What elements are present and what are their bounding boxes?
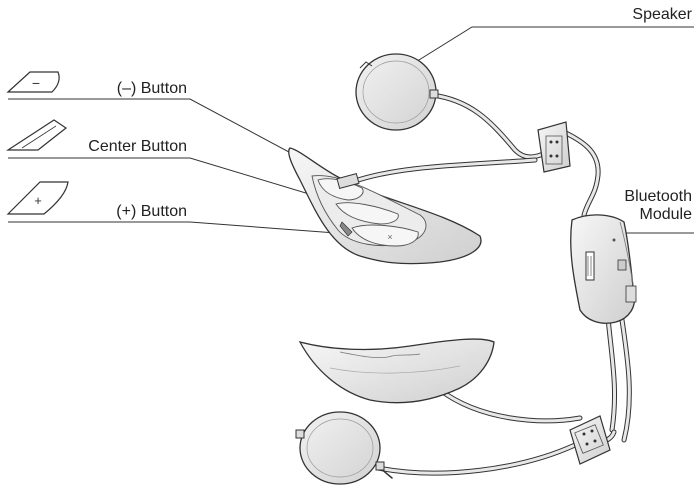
center-key-icon — [5, 119, 68, 151]
cables — [349, 92, 632, 479]
minus-button-label: (–) Button — [116, 80, 187, 97]
svg-text:×: × — [387, 232, 392, 242]
lower-connector — [569, 415, 611, 465]
top-speaker — [355, 53, 439, 131]
minus-key-icon: − — [6, 71, 60, 93]
control-unit: × — [288, 147, 482, 265]
bluetooth-module-label: Bluetooth Module — [624, 188, 692, 224]
minus-key-glyph: − — [32, 75, 40, 91]
bluetooth-module — [570, 214, 637, 324]
plus-button-label: (+) Button — [116, 203, 187, 220]
bluetooth-module-label-line2: Module — [639, 206, 692, 223]
microphone-pad — [298, 338, 495, 404]
center-button-key — [335, 202, 399, 225]
center-button-label: Center Button — [88, 138, 187, 155]
plus-key-icon: + — [6, 181, 69, 215]
plus-button-key — [351, 224, 419, 247]
speaker-label: Speaker — [632, 6, 692, 23]
bottom-speaker — [295, 411, 385, 485]
speaker-leader — [397, 26, 694, 74]
plus-key-glyph: + — [34, 193, 42, 208]
bluetooth-module-label-line1: Bluetooth — [624, 188, 692, 205]
upper-connector — [537, 121, 571, 173]
plus-button-leader — [8, 221, 377, 237]
